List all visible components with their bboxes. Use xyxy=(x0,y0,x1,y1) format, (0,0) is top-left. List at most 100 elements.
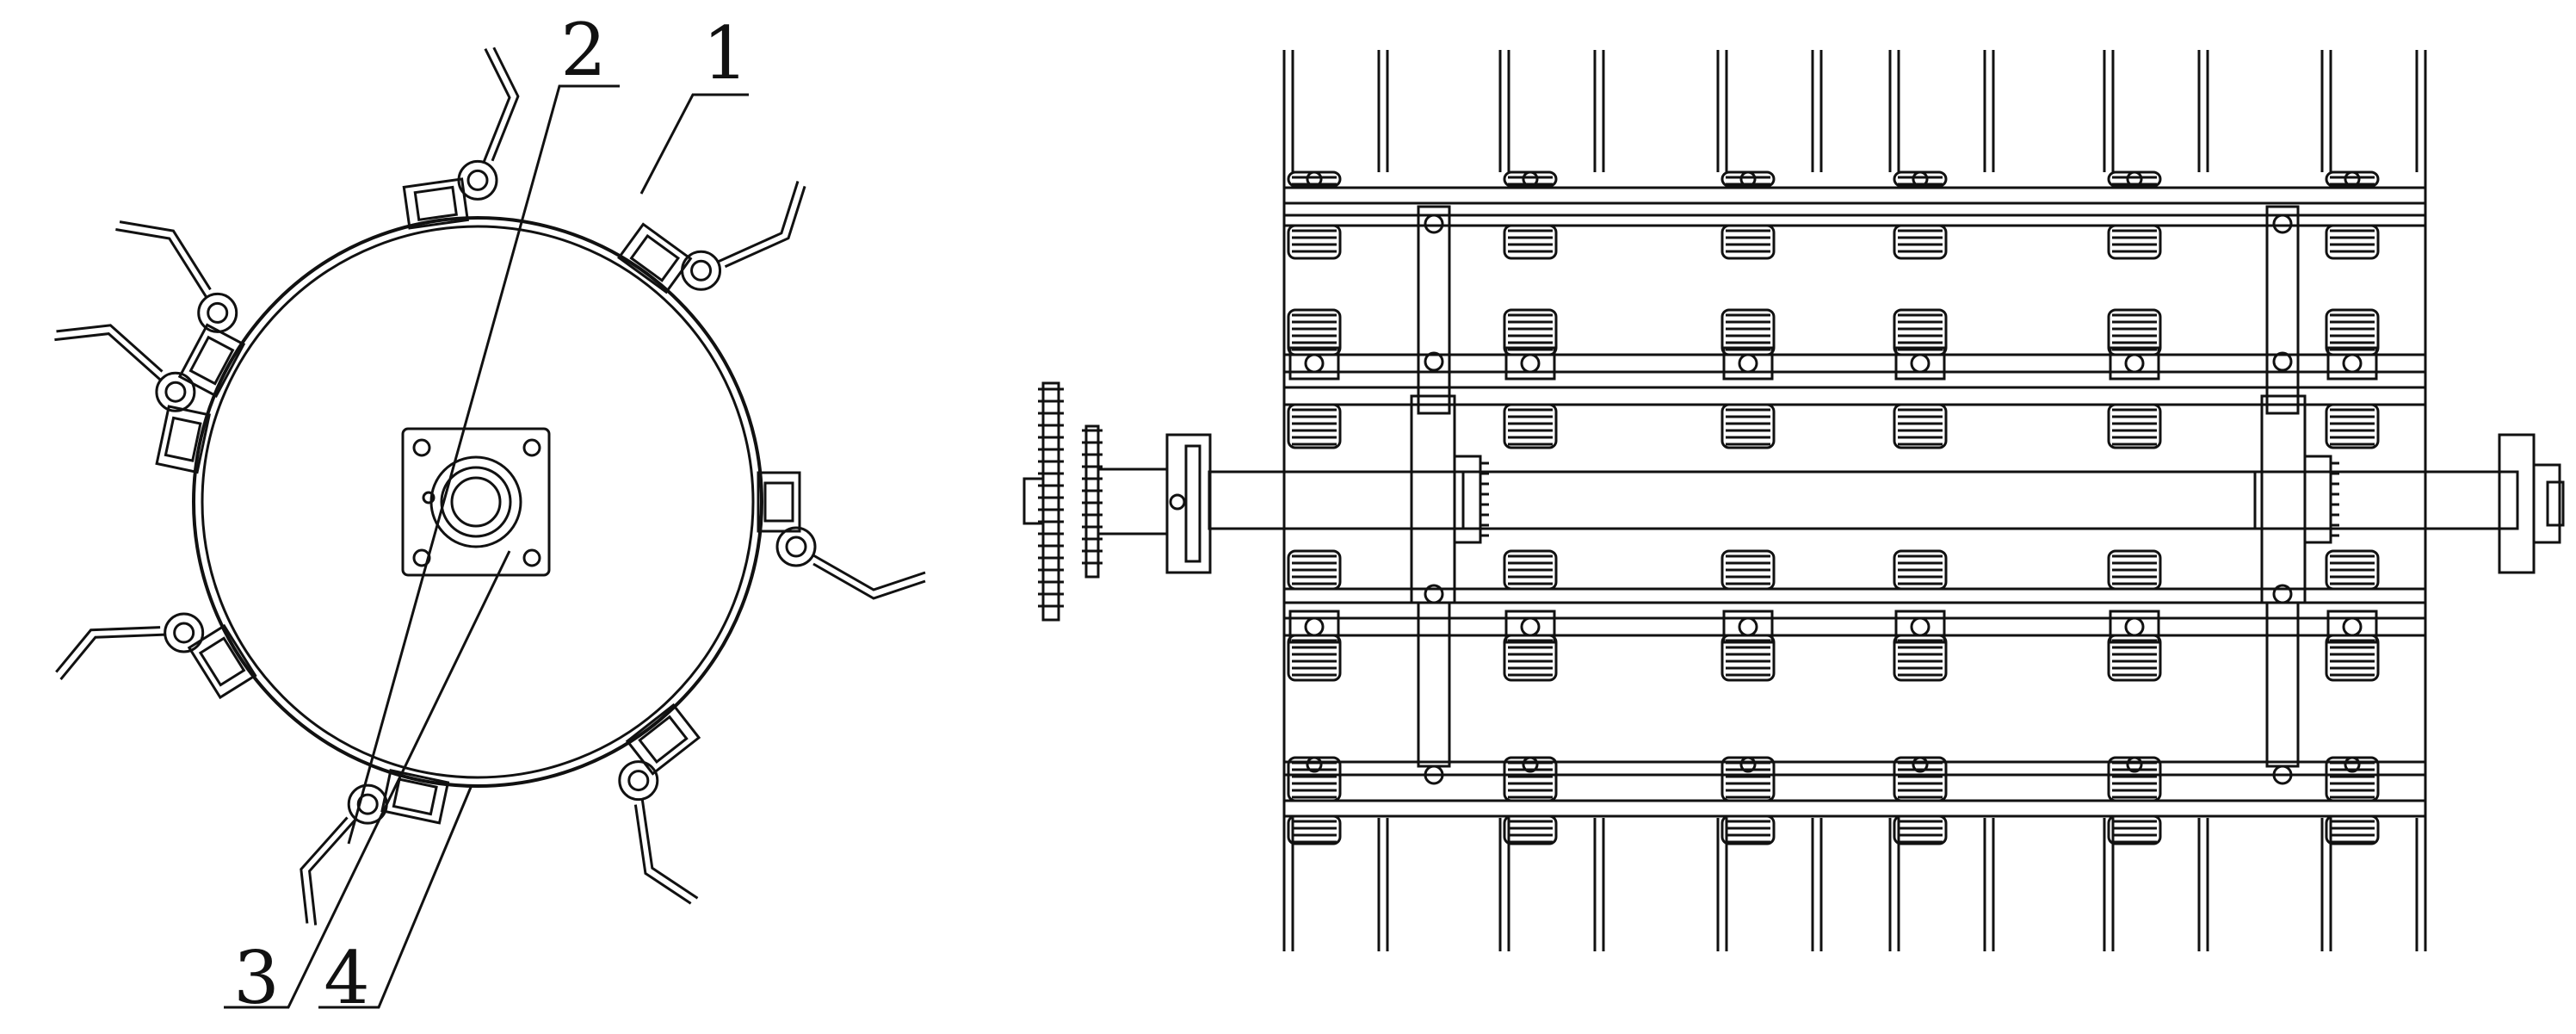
spring-coil xyxy=(1894,551,1946,589)
flange-bolt-hole xyxy=(524,550,540,566)
bearing-block xyxy=(1412,396,1455,603)
frame-bar xyxy=(1284,188,2425,203)
clamp-plate xyxy=(1896,611,1944,642)
frame-bar xyxy=(1284,762,2425,775)
clamp-plate xyxy=(1724,611,1772,642)
spring-coil xyxy=(1288,405,1340,448)
bearing-collar xyxy=(1455,456,1480,542)
main-shaft xyxy=(1209,472,2517,529)
bottom-bolt xyxy=(1913,758,1927,771)
large-sprocket xyxy=(1043,383,1059,620)
spring-coil xyxy=(1894,405,1946,448)
spring-coil xyxy=(1504,405,1556,448)
clamp-plate xyxy=(2110,611,2159,642)
spring-coil xyxy=(2326,226,2378,258)
tine-wire xyxy=(484,49,510,163)
tine-clamp xyxy=(180,325,244,396)
tine-wire xyxy=(813,564,925,598)
shaft-center-section xyxy=(1463,472,2255,529)
spring-coil xyxy=(1288,816,1340,844)
tine-wire xyxy=(725,186,805,266)
clamp-plate xyxy=(1506,611,1554,642)
tine-coil-core xyxy=(468,170,487,189)
top-bolt xyxy=(1741,172,1755,186)
bearing-flange xyxy=(403,429,549,575)
tine-wire xyxy=(642,799,697,898)
tine-wire xyxy=(813,555,925,590)
tine-clamp xyxy=(404,179,467,228)
tine-column xyxy=(1718,50,1821,951)
tine-wire xyxy=(56,325,162,372)
clamp-plate xyxy=(1506,348,1554,379)
tine-wire xyxy=(718,182,798,262)
clamp-bolt xyxy=(2126,618,2143,635)
tine-coil xyxy=(157,373,195,411)
clamp-bolt xyxy=(2126,355,2143,372)
tine-wire xyxy=(54,334,160,381)
tine-clamp xyxy=(189,626,256,697)
spring-coil xyxy=(2326,551,2378,589)
leader-1 xyxy=(641,95,749,194)
tine-clamp-inner xyxy=(165,418,200,461)
spring-coil xyxy=(2109,551,2160,589)
clamp-bolt xyxy=(1739,618,1757,635)
clamp-plate xyxy=(1896,348,1944,379)
right-end-nut xyxy=(2548,482,2563,525)
left-end-flange-face xyxy=(1186,446,1200,561)
right-end-cap xyxy=(2534,465,2560,542)
tine-assembly xyxy=(115,222,244,396)
tine-assembly xyxy=(620,705,699,903)
hub-bolt xyxy=(1171,495,1184,509)
spring-coil xyxy=(1288,226,1340,258)
spring-coil xyxy=(1504,226,1556,258)
tine-wire xyxy=(115,229,206,297)
clamp-plate xyxy=(2328,611,2376,642)
leader-4 xyxy=(318,785,472,1007)
strap-bolt xyxy=(1425,766,1442,783)
callout-leaders xyxy=(224,86,749,1007)
tine-clamp xyxy=(758,473,800,531)
tine-coil xyxy=(620,762,658,800)
tine-clamp-inner xyxy=(415,188,456,220)
bearing-ring-mid xyxy=(442,467,510,536)
frame-bar xyxy=(1284,355,2425,372)
spring-coil xyxy=(2109,816,2160,844)
clamp-bolt xyxy=(1522,618,1539,635)
clamp-plate xyxy=(1290,348,1338,379)
shaft-bore xyxy=(452,478,500,526)
roller-front-view xyxy=(54,47,925,925)
spring-coil xyxy=(2326,405,2378,448)
tine-column xyxy=(1500,50,1603,951)
top-bolt xyxy=(2128,172,2141,186)
left-end-flange xyxy=(1167,435,1210,573)
top-bolt xyxy=(1523,172,1537,186)
clamp-bolt xyxy=(1306,618,1323,635)
tine-coil xyxy=(777,528,815,566)
sprocket-hub xyxy=(1098,469,1167,534)
clamp-bolt xyxy=(1522,355,1539,372)
clamp-bolt xyxy=(1912,618,1929,635)
grease-nipple xyxy=(423,492,434,503)
leader-2 xyxy=(349,86,620,844)
callout-label-3: 3 xyxy=(233,936,280,1020)
tine-column xyxy=(1284,50,1387,951)
spring-coil xyxy=(1504,551,1556,589)
tine-coil-core xyxy=(208,303,227,322)
bottom-bolt xyxy=(2128,758,2141,771)
spring-coil xyxy=(1722,226,1774,258)
tine-clamp xyxy=(157,406,209,472)
top-bolt xyxy=(1913,172,1927,186)
tine-wire xyxy=(301,818,348,924)
tine-assembly xyxy=(301,771,448,926)
tine-clamp-inner xyxy=(191,337,233,384)
tine-assembly xyxy=(619,182,805,293)
tine-clamp-inner xyxy=(393,779,436,814)
clamp-bolt xyxy=(1306,355,1323,372)
tine-coil-core xyxy=(175,623,194,642)
clamp-plate xyxy=(1724,348,1772,379)
sprocket-nut xyxy=(1024,479,1043,523)
tine-coil-core xyxy=(692,261,711,280)
drum-inner-circle xyxy=(202,226,753,777)
bottom-bolt xyxy=(1307,758,1321,771)
